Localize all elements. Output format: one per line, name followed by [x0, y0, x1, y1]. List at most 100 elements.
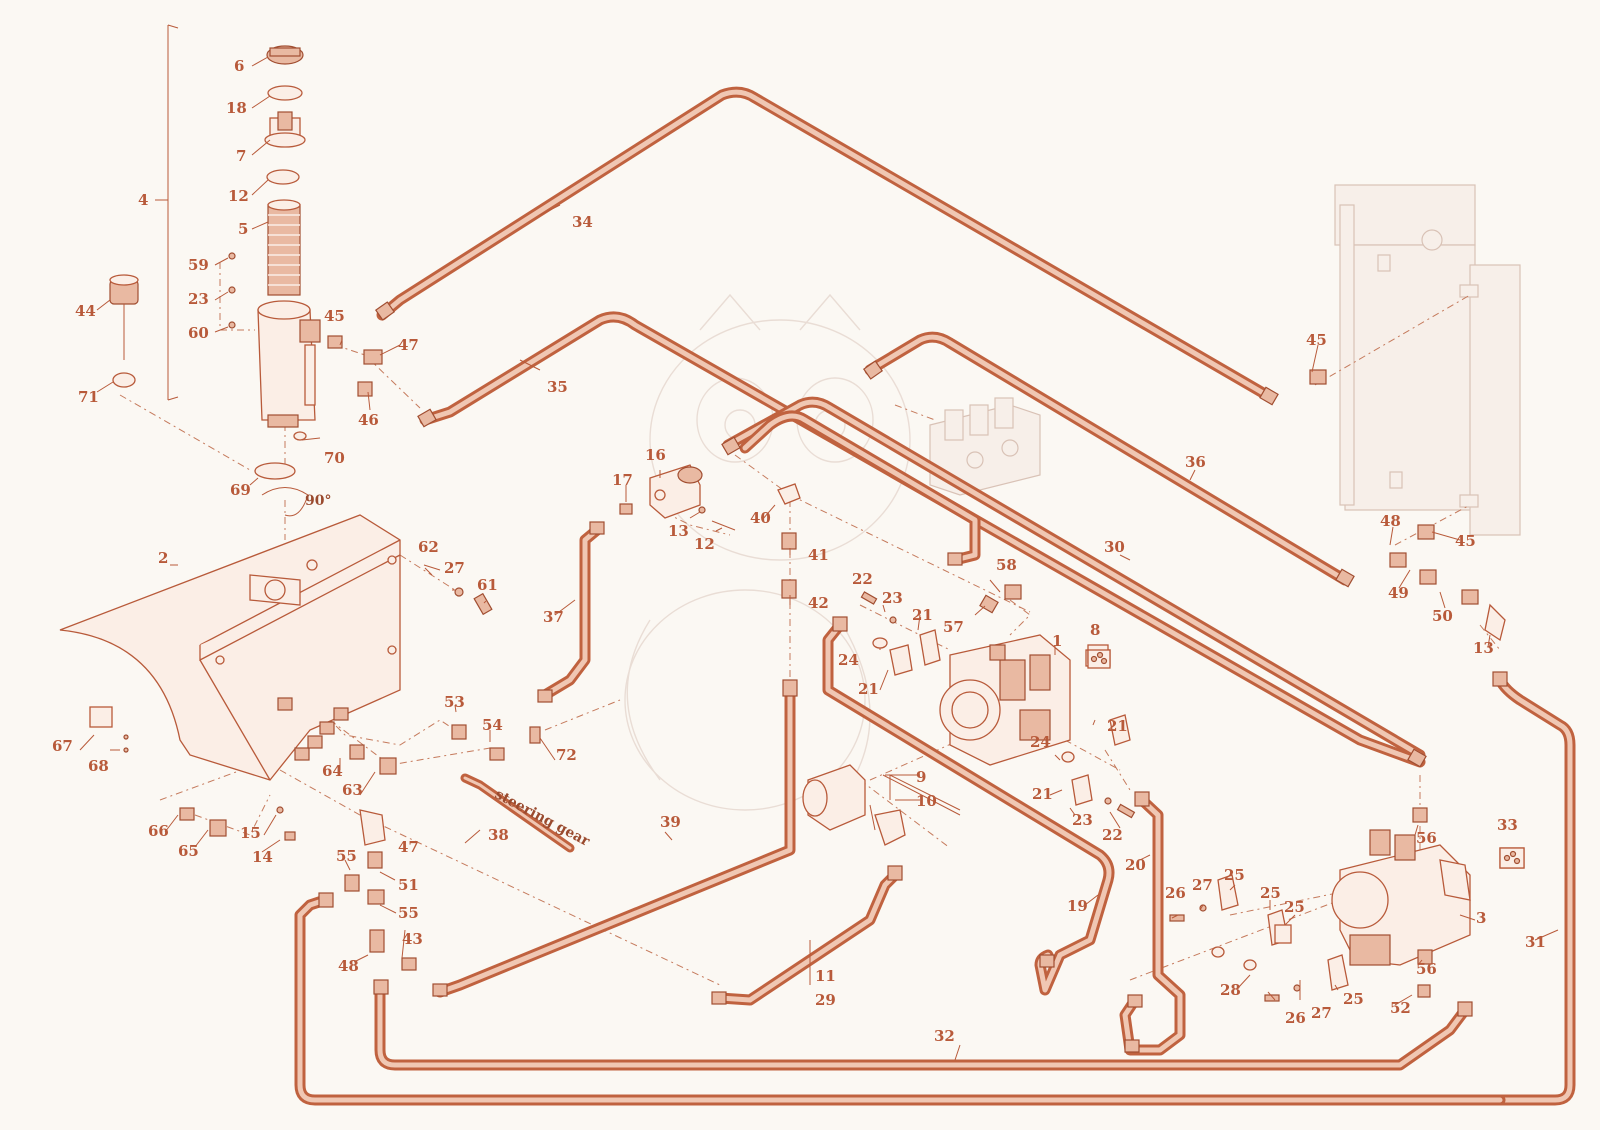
callout: 9 [916, 768, 926, 786]
filter-assembly [254, 45, 321, 480]
callout: 4 [138, 191, 148, 209]
callout: 22 [1102, 826, 1123, 844]
callout: 25 [1343, 990, 1364, 1008]
assembly-bracket-4 [155, 24, 179, 401]
callout: 55 [336, 847, 357, 865]
main-pump [939, 634, 1071, 766]
callout: 43 [402, 930, 423, 948]
leader-lines [79, 56, 1559, 1061]
callout: 69 [230, 481, 251, 499]
callout: 47 [398, 838, 419, 856]
callout: 37 [543, 608, 564, 626]
callout: 45 [1306, 331, 1327, 349]
callout: 27 [1192, 876, 1213, 894]
callout: 39 [660, 813, 681, 831]
callout: 59 [188, 256, 209, 274]
angle-marker [261, 487, 309, 517]
callout: 46 [358, 411, 379, 429]
callout: 18 [226, 99, 247, 117]
callout: 61 [477, 576, 498, 594]
callout: 13 [1473, 639, 1494, 657]
callout: 70 [324, 449, 345, 467]
callout-labels: 6 18 7 12 5 4 59 23 60 44 71 45 47 46 70… [52, 57, 1546, 1045]
callout: 35 [547, 378, 568, 396]
callout: 15 [240, 824, 261, 842]
hydraulic-tank [59, 514, 401, 781]
callout: 60 [188, 324, 209, 342]
callout: 40 [750, 509, 771, 527]
callout: 25 [1284, 898, 1305, 916]
callout: 44 [75, 302, 96, 320]
callout: 23 [882, 589, 903, 607]
callout: 65 [178, 842, 199, 860]
callout: 34 [572, 213, 593, 231]
callout: 32 [934, 1027, 955, 1045]
callout: 48 [338, 957, 359, 975]
callout: 55 [398, 904, 419, 922]
callout: 6 [234, 57, 244, 75]
callout: 63 [342, 781, 363, 799]
callout: 51 [398, 876, 419, 894]
callout: 72 [556, 746, 577, 764]
callout: 19 [1067, 897, 1088, 915]
callout: 2 [158, 549, 168, 567]
callout: 47 [398, 336, 419, 354]
callout: 7 [236, 147, 246, 165]
callout: 12 [228, 187, 249, 205]
callout: 62 [418, 538, 439, 556]
callout: 71 [78, 388, 99, 406]
callout: 22 [852, 570, 873, 588]
callout: 56 [1416, 960, 1437, 978]
callout: 25 [1224, 866, 1245, 884]
callout: 17 [612, 471, 633, 489]
callout: 21 [858, 680, 879, 698]
callout: 53 [444, 693, 465, 711]
callout: 58 [996, 556, 1017, 574]
valve-16 [649, 464, 703, 519]
callout: 5 [238, 220, 248, 238]
callout: 50 [1432, 607, 1453, 625]
angle-label: 90° [305, 493, 331, 509]
callout: 48 [1380, 512, 1401, 530]
callout: 12 [694, 535, 715, 553]
callout: 27 [1311, 1004, 1332, 1022]
callout: 11 [815, 967, 836, 985]
callout: 45 [324, 307, 345, 325]
callout: 67 [52, 737, 73, 755]
radiator-ghost [1334, 184, 1521, 536]
callout: 26 [1165, 884, 1186, 902]
callout: 23 [1072, 811, 1093, 829]
callout: 41 [808, 546, 829, 564]
drive-motor [1331, 829, 1471, 966]
callout: 28 [1220, 981, 1241, 999]
callout: 33 [1497, 816, 1518, 834]
callout: 20 [1125, 856, 1146, 874]
hoses [294, 86, 1576, 1106]
callout: 64 [322, 762, 343, 780]
callout: 26 [1285, 1009, 1306, 1027]
callout: 31 [1525, 933, 1546, 951]
control-valve-ghost [929, 397, 1041, 496]
callout: 42 [808, 594, 829, 612]
gasket-kits [1087, 649, 1525, 869]
callout: 68 [88, 757, 109, 775]
callout: 8 [1090, 621, 1100, 639]
callout: 24 [838, 651, 859, 669]
callout: 49 [1388, 584, 1409, 602]
dipstick [109, 274, 139, 388]
hose-fittings [318, 301, 1508, 1053]
callout: 13 [668, 522, 689, 540]
callout: 56 [1416, 829, 1437, 847]
callout: 25 [1260, 884, 1281, 902]
callout: 38 [488, 826, 509, 844]
callout: 24 [1030, 733, 1051, 751]
callout: 36 [1185, 453, 1206, 471]
callout: 66 [148, 822, 169, 840]
callout: 54 [482, 716, 503, 734]
small-fittings [89, 252, 1525, 1002]
callout: 21 [912, 606, 933, 624]
callout: 30 [1104, 538, 1125, 556]
callout: 21 [1107, 717, 1128, 735]
callout: 3 [1476, 909, 1486, 927]
